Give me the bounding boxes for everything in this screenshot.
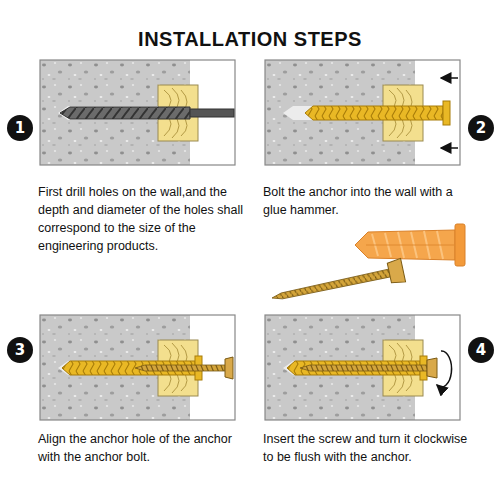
step-caption: Bolt the anchor into the wall with a glu…: [263, 183, 478, 219]
step-number-circle: 3: [7, 337, 33, 363]
step-caption: First drill holes on the wall,and the de…: [38, 183, 250, 255]
step-number: 2: [476, 119, 486, 137]
step-number-circle: 1: [7, 115, 33, 141]
step-caption: Align the anchor hole of the anchor with…: [38, 430, 250, 466]
step-number-circle: 2: [468, 115, 494, 141]
diagram-title: INSTALLATION STEPS: [0, 28, 500, 51]
step-number: 3: [15, 341, 25, 359]
step-number-circle: 4: [468, 337, 494, 363]
step-caption: Insert the screw and turn it clockwise t…: [263, 430, 478, 466]
step-number: 1: [15, 119, 25, 137]
step-number: 4: [476, 341, 486, 359]
